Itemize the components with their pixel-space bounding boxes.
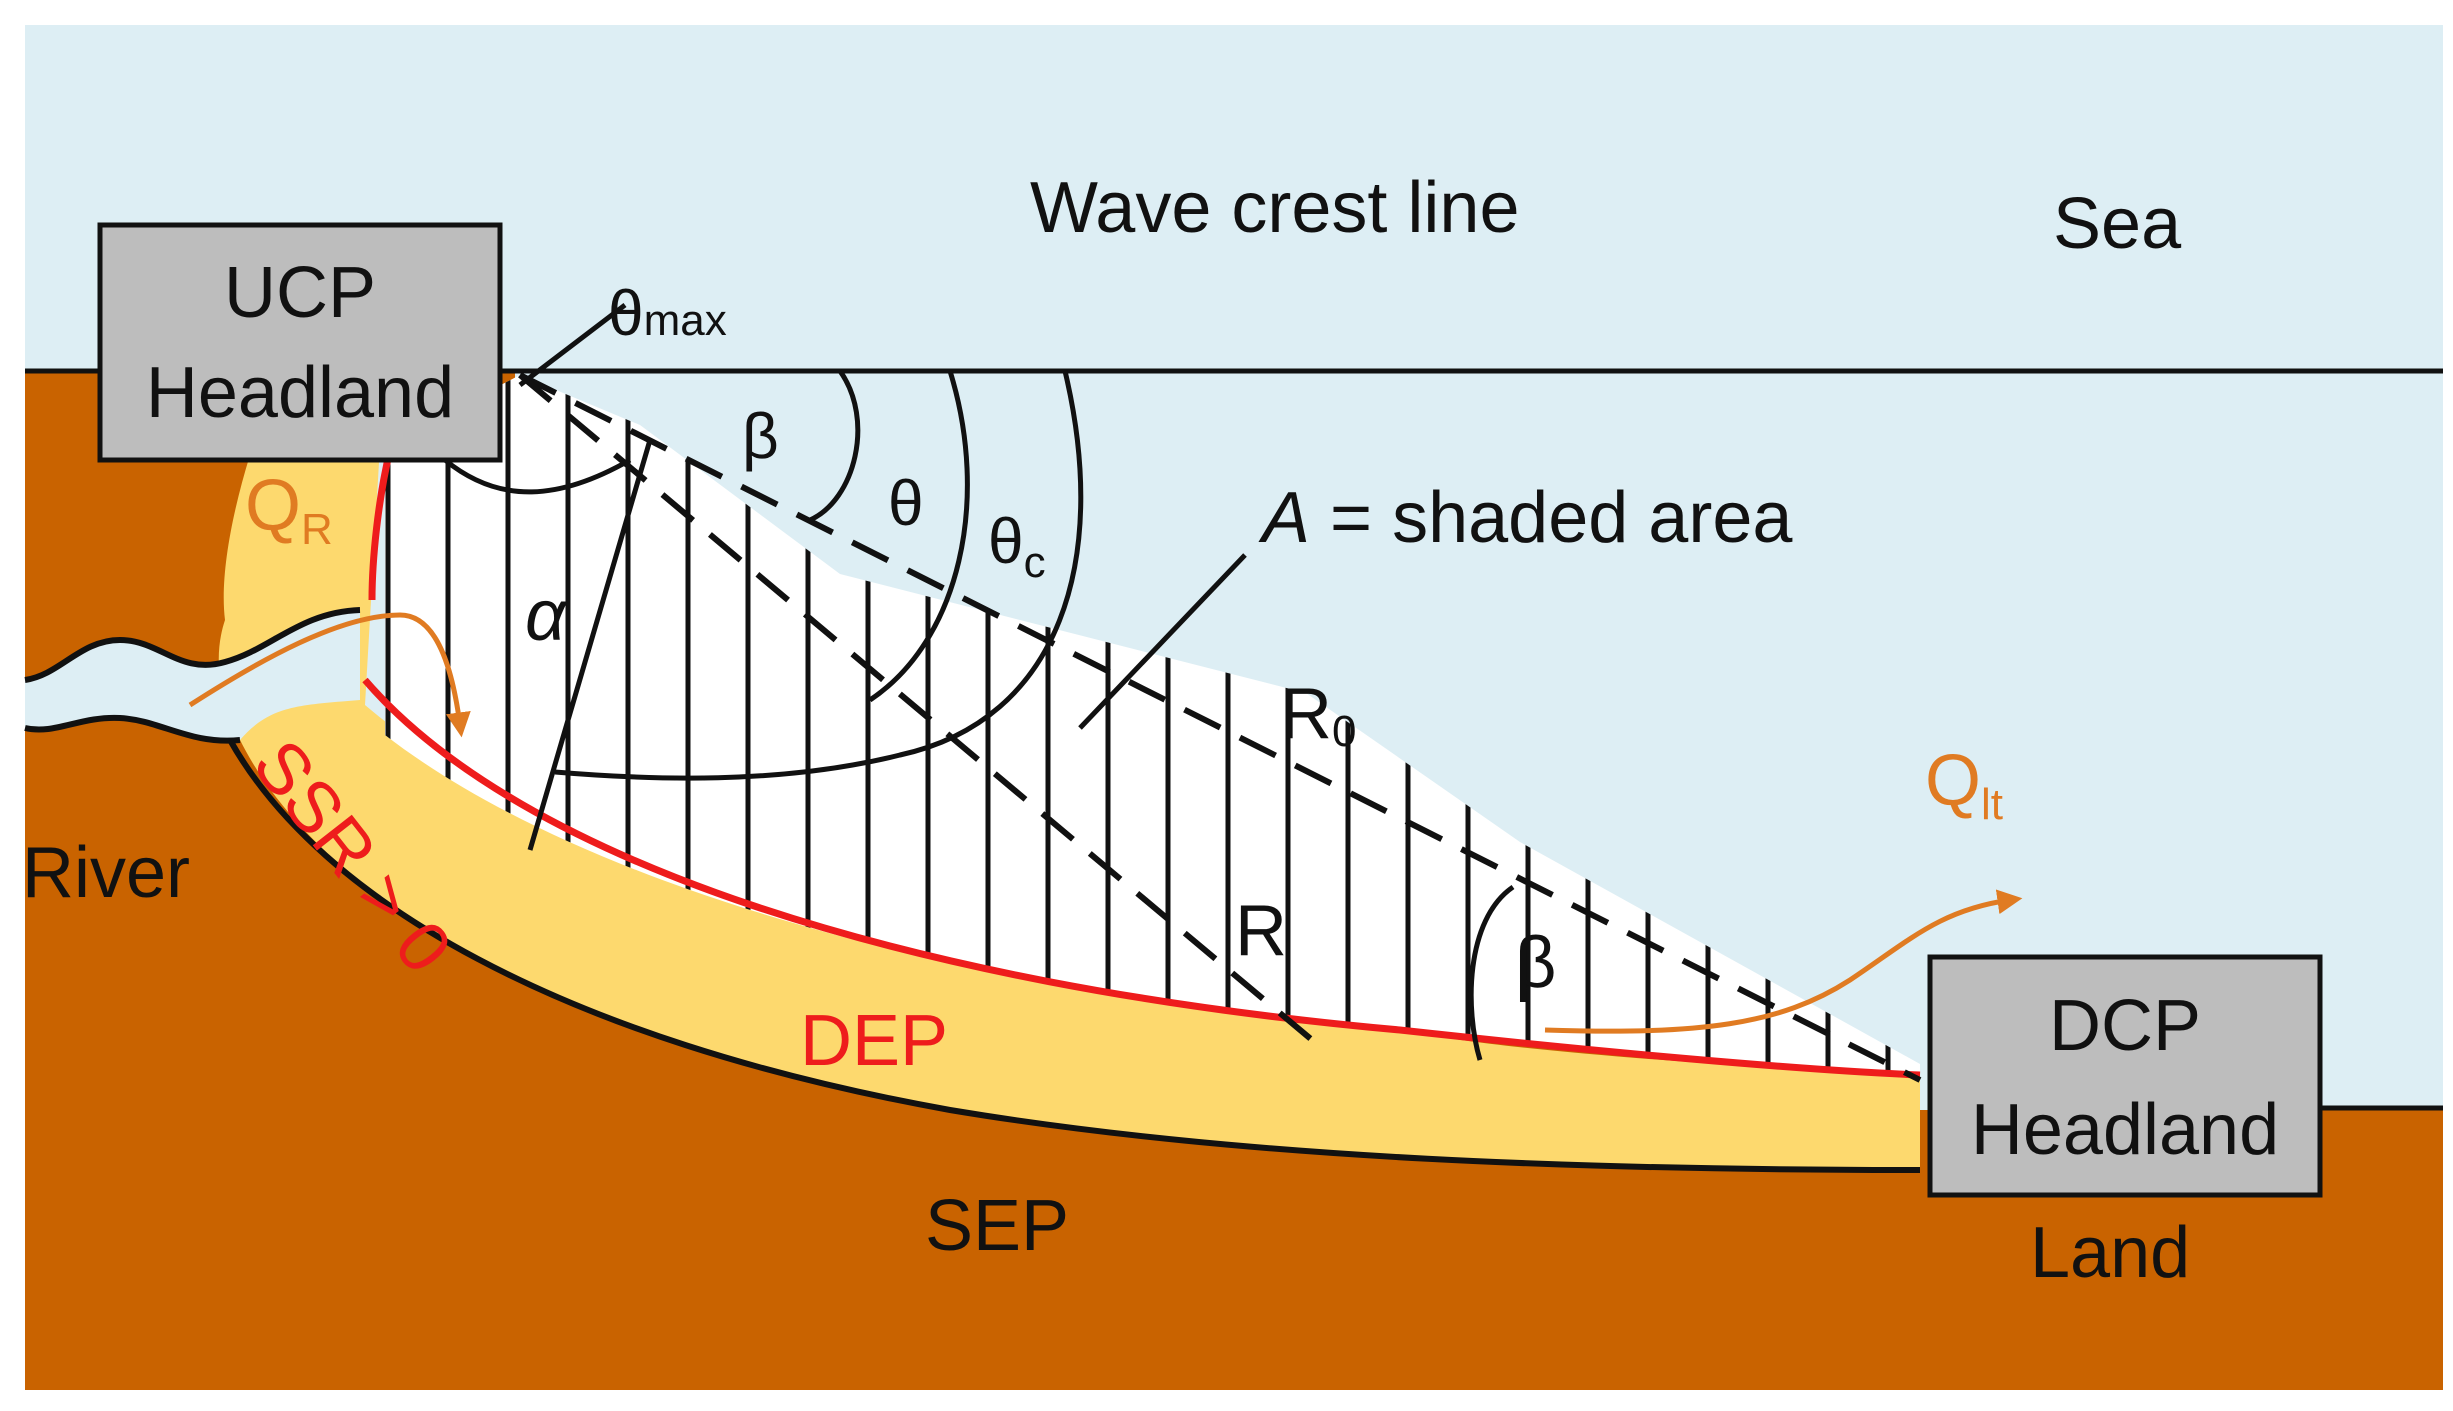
beta-top-label: β bbox=[742, 400, 779, 472]
dep-shoreline bbox=[362, 677, 1921, 1079]
theta-c-label: θc bbox=[988, 505, 1046, 587]
dcp-headland bbox=[1927, 954, 2323, 1198]
sand-beach bbox=[218, 445, 1921, 1170]
theta-max-label: θmax bbox=[608, 277, 727, 349]
qlt-transport-arrow bbox=[1544, 889, 2023, 1034]
sep-shoreline bbox=[227, 738, 1921, 1173]
beta-arc bbox=[808, 369, 861, 523]
alpha-label: α bbox=[525, 576, 568, 656]
qr-label: QR bbox=[245, 466, 333, 554]
sea-label: Sea bbox=[2053, 184, 2182, 264]
theta-max-arc bbox=[443, 457, 632, 495]
land-label: Land bbox=[2030, 1213, 2190, 1293]
theta-max-pointer bbox=[518, 303, 627, 387]
area-pointer bbox=[1078, 553, 1247, 730]
r0-line bbox=[518, 372, 1922, 1083]
beta-bottom-label: β bbox=[1515, 923, 1556, 1003]
river-label: River bbox=[22, 833, 190, 913]
r0-label: R0 bbox=[1280, 674, 1356, 756]
ucp-label-line1: UCP bbox=[224, 253, 376, 333]
sep-label: SEP bbox=[925, 1186, 1069, 1266]
theta-arc bbox=[868, 370, 970, 703]
beta-lower-arc bbox=[1468, 884, 1515, 1061]
river-bank-south bbox=[24, 714, 241, 744]
alpha-line bbox=[527, 439, 653, 851]
wave-crest-line-label: Wave crest line bbox=[1030, 168, 1519, 248]
ucp-headland bbox=[97, 222, 503, 463]
dep-label: DEP bbox=[800, 1001, 948, 1081]
theta-label: θ bbox=[888, 467, 924, 539]
area-label: A = shaded area bbox=[1258, 478, 1793, 558]
ucp-label-line2: Headland bbox=[146, 353, 454, 433]
qr-transport-arrow bbox=[188, 612, 471, 738]
dep-shoreline-upper bbox=[368, 449, 394, 601]
river-bank-north bbox=[24, 607, 361, 683]
theta-c-arc bbox=[554, 370, 1084, 781]
dcp-label-line1: DCP bbox=[2049, 986, 2201, 1066]
r-label: R bbox=[1235, 891, 1287, 971]
dcp-label-line2: Headland bbox=[1971, 1090, 2279, 1170]
r-line bbox=[518, 372, 1320, 1048]
qlt-label: Qlt bbox=[1925, 741, 2003, 829]
